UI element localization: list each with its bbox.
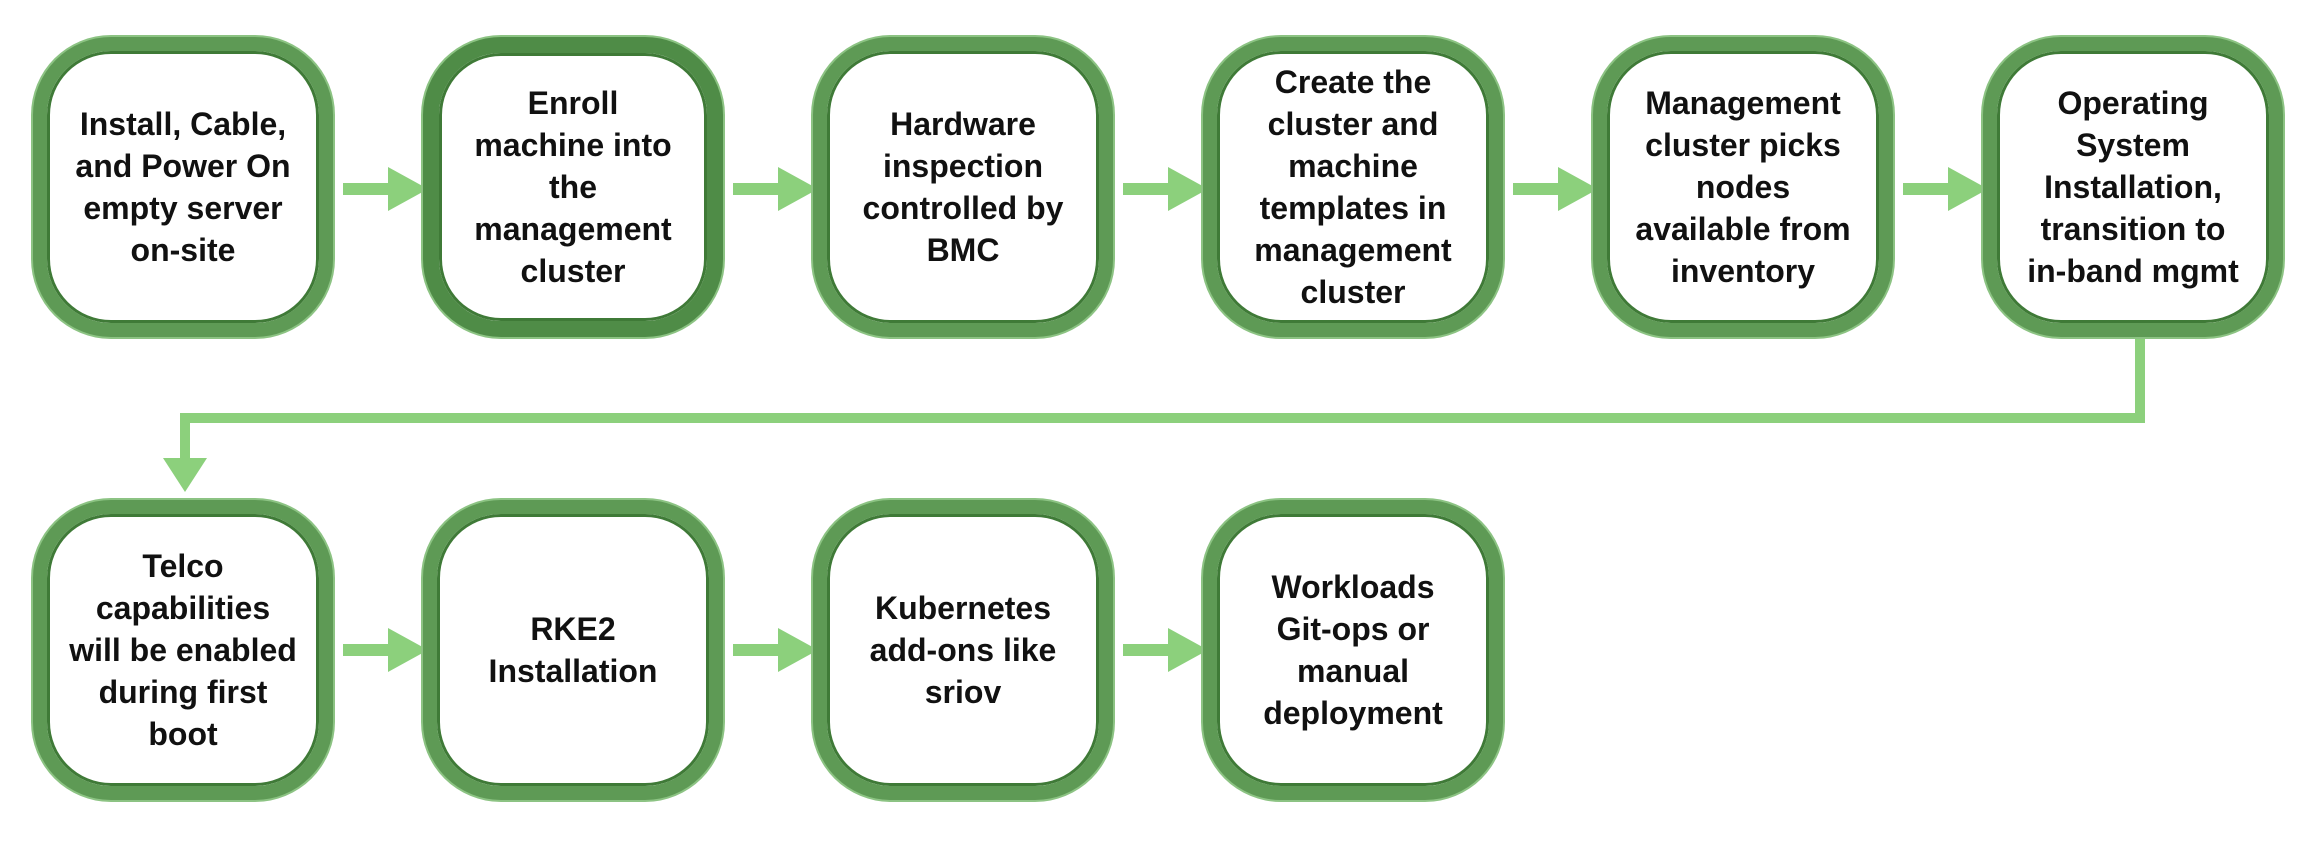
step-workloads-deployment: Workloads Git-ops or manual deployment (1203, 500, 1503, 800)
arrow-4-5 (1513, 167, 1598, 211)
step-label: RKE2 Installation (488, 611, 658, 689)
step-pick-nodes: Management cluster picks nodes available… (1593, 37, 1893, 337)
arrow-9-10 (1123, 628, 1208, 672)
step-label: Create the cluster and machine templates… (1254, 64, 1452, 310)
step-os-installation: Operating System Installation, transitio… (1983, 37, 2283, 337)
step-rke2-installation: RKE2 Installation (423, 500, 723, 800)
step-kubernetes-addons: Kubernetes add-ons like sriov (813, 500, 1113, 800)
arrow-1-2 (343, 167, 428, 211)
arrow-7-8 (343, 628, 428, 672)
arrow-8-9 (733, 628, 818, 672)
step-label: Enroll machine into the management clust… (474, 85, 672, 289)
step-label: Workloads Git-ops or manual deployment (1263, 569, 1443, 731)
step-label: Hardware inspection controlled by BMC (862, 106, 1064, 268)
step-telco-capabilities: Telco capabilities will be enabled durin… (33, 500, 333, 800)
arrow-3-4 (1123, 167, 1208, 211)
step-enroll-machine: Enroll machine into the management clust… (423, 37, 723, 337)
step-label: Kubernetes add-ons like sriov (869, 590, 1057, 710)
step-label: Operating System Installation, transitio… (2027, 85, 2239, 289)
step-label: Management cluster picks nodes available… (1635, 85, 1851, 289)
step-create-templates: Create the cluster and machine templates… (1203, 37, 1503, 337)
arrow-2-3 (733, 167, 818, 211)
step-label: Telco capabilities will be enabled durin… (69, 548, 297, 752)
step-install-cable-power: Install, Cable, and Power On empty serve… (33, 37, 333, 337)
step-label: Install, Cable, and Power On empty serve… (75, 106, 291, 268)
arrow-5-6 (1903, 167, 1988, 211)
wrap-connector-6-7 (163, 337, 2145, 492)
step-hardware-inspection: Hardware inspection controlled by BMC (813, 37, 1113, 337)
